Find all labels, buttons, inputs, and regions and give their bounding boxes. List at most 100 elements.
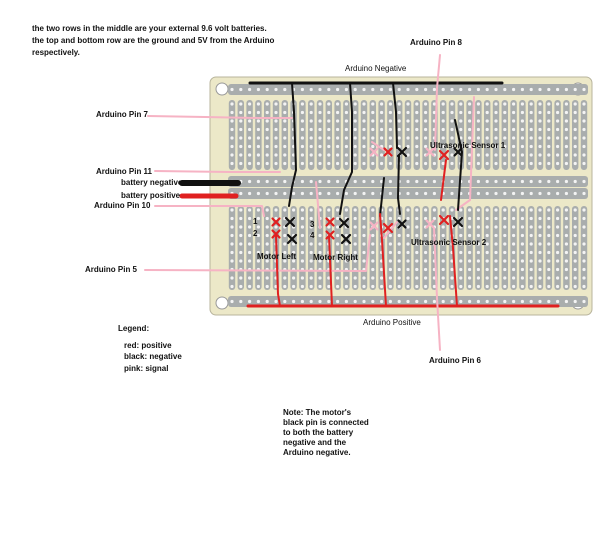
board-hole bbox=[388, 191, 392, 196]
board-hole bbox=[503, 191, 507, 196]
board-hole bbox=[529, 136, 533, 140]
board-hole bbox=[529, 208, 533, 212]
board-hole bbox=[573, 225, 577, 229]
label-arduino-pin-8: Arduino Pin 8 bbox=[410, 38, 462, 47]
board-hole bbox=[556, 242, 560, 246]
board-hole bbox=[336, 110, 340, 115]
board-hole bbox=[300, 242, 304, 246]
board-hole bbox=[468, 284, 472, 289]
board-hole bbox=[573, 153, 577, 157]
board-hole bbox=[582, 179, 586, 184]
board-hole bbox=[538, 191, 542, 196]
board-hole bbox=[468, 259, 472, 263]
vertical-strip bbox=[528, 206, 535, 290]
board-hole bbox=[511, 208, 516, 212]
board-hole bbox=[248, 259, 252, 263]
board-hole bbox=[388, 127, 392, 132]
board-hole bbox=[538, 136, 542, 140]
board-hole bbox=[529, 153, 533, 157]
board-hole bbox=[485, 191, 489, 196]
board-hole bbox=[459, 208, 463, 212]
board-hole bbox=[327, 284, 331, 289]
board-hole bbox=[283, 276, 287, 280]
board-hole bbox=[415, 136, 419, 140]
board-hole bbox=[511, 127, 516, 132]
board-hole bbox=[397, 102, 401, 106]
board-hole bbox=[353, 102, 357, 106]
board-hole bbox=[371, 87, 375, 92]
board-hole bbox=[503, 242, 507, 246]
board-hole bbox=[292, 153, 296, 157]
board-hole bbox=[424, 161, 428, 166]
board-hole bbox=[547, 87, 551, 92]
board-hole bbox=[283, 161, 287, 166]
board-hole bbox=[239, 153, 243, 157]
vertical-strip bbox=[422, 100, 429, 170]
board-hole bbox=[362, 259, 366, 263]
label-arduino-pin-5: Arduino Pin 5 bbox=[85, 265, 137, 274]
motor-left-pin-2-x bbox=[271, 229, 281, 239]
board-hole bbox=[582, 216, 586, 221]
vertical-strip bbox=[413, 100, 420, 170]
board-hole bbox=[547, 208, 551, 212]
sensor-1-gnd-x bbox=[453, 147, 463, 157]
board-hole bbox=[450, 110, 454, 115]
board-hole bbox=[424, 299, 428, 304]
board-hole bbox=[239, 110, 243, 115]
board-hole bbox=[441, 208, 445, 212]
board-hole bbox=[239, 191, 243, 196]
board-hole bbox=[415, 267, 419, 272]
motor-left-ground-x bbox=[284, 216, 296, 228]
vertical-strip bbox=[255, 206, 262, 290]
mounting-hole-bottom-left bbox=[215, 296, 229, 310]
board-hole bbox=[582, 250, 586, 255]
board-hole bbox=[494, 191, 498, 196]
board-hole bbox=[274, 161, 278, 166]
board-hole bbox=[476, 127, 480, 132]
board-hole bbox=[230, 276, 234, 280]
board-hole bbox=[406, 144, 410, 149]
board-hole bbox=[256, 127, 260, 132]
board-hole bbox=[371, 191, 375, 196]
board-hole bbox=[344, 144, 348, 149]
board-hole bbox=[485, 102, 489, 106]
board-hole bbox=[248, 144, 252, 149]
board-hole bbox=[529, 225, 533, 229]
board-hole bbox=[494, 233, 498, 238]
board-hole bbox=[327, 225, 331, 229]
board-hole bbox=[503, 119, 507, 123]
vertical-strip bbox=[334, 100, 341, 170]
board-hole bbox=[415, 87, 419, 92]
board-hole bbox=[450, 144, 454, 149]
board-hole bbox=[265, 144, 269, 149]
board-hole bbox=[388, 259, 392, 263]
vertical-strip bbox=[572, 100, 579, 170]
board-hole bbox=[239, 87, 243, 92]
board-hole bbox=[520, 299, 525, 304]
board-hole bbox=[327, 208, 331, 212]
board-hole bbox=[529, 161, 533, 166]
board-hole bbox=[248, 299, 252, 304]
board-hole bbox=[380, 161, 384, 166]
board-hole bbox=[476, 276, 480, 280]
vertical-strip bbox=[545, 206, 552, 290]
board-hole bbox=[248, 179, 252, 184]
board-hole bbox=[362, 119, 366, 123]
board-hole bbox=[283, 136, 287, 140]
board-hole bbox=[239, 119, 243, 123]
board-hole bbox=[265, 225, 269, 229]
board-hole bbox=[415, 179, 419, 184]
board-hole bbox=[230, 259, 234, 263]
board-hole bbox=[415, 153, 419, 157]
board-hole bbox=[468, 110, 472, 115]
board-hole bbox=[380, 136, 384, 140]
board-hole bbox=[327, 276, 331, 280]
board-hole bbox=[520, 127, 525, 132]
board-hole bbox=[564, 225, 569, 229]
board-hole bbox=[468, 267, 472, 272]
board-hole bbox=[336, 191, 340, 196]
board-hole bbox=[573, 267, 577, 272]
board-hole bbox=[494, 119, 498, 123]
board-hole bbox=[476, 250, 480, 255]
board-hole bbox=[450, 284, 454, 289]
